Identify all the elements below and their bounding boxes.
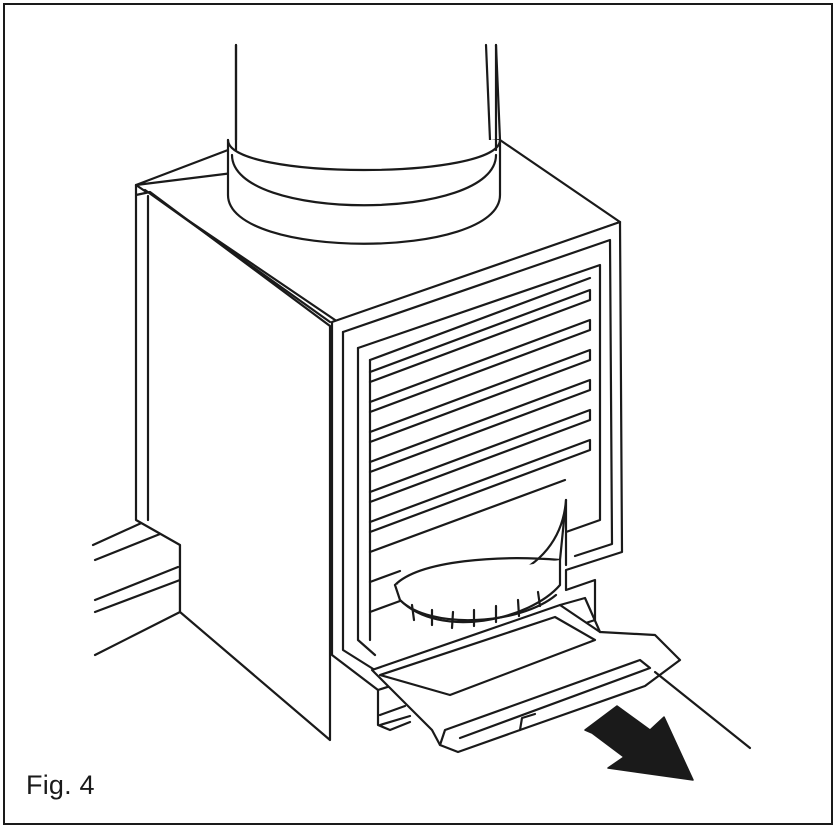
pull-out-drawer bbox=[370, 596, 682, 754]
floor-line bbox=[653, 670, 752, 750]
baseboard-trim bbox=[91, 518, 182, 657]
figure-caption: Fig. 4 bbox=[26, 770, 95, 800]
exhaust-pipe bbox=[234, 43, 502, 142]
filter-dial bbox=[393, 498, 568, 630]
pull-direction-arrow-icon bbox=[584, 705, 694, 781]
pipe-collar bbox=[226, 43, 502, 245]
figure-frame bbox=[3, 3, 833, 825]
grille-louvers bbox=[368, 276, 592, 642]
